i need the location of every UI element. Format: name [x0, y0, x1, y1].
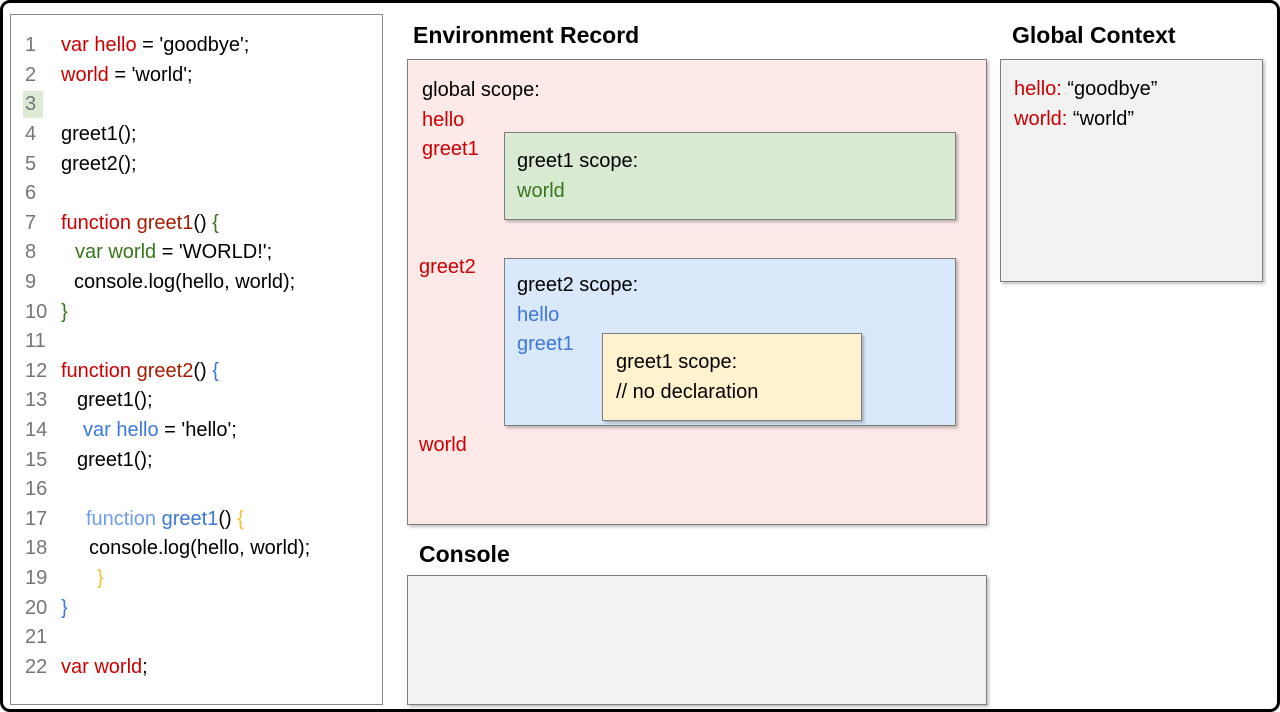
greet2-scope-var-hello: hello [517, 303, 560, 326]
code-text: } [97, 566, 104, 589]
line-number: 14 [25, 419, 48, 442]
code-text: var world = 'WORLD!'; [75, 241, 273, 264]
line-number: 10 [25, 300, 48, 323]
code-line: 13 greet1(); [11, 386, 382, 416]
global-context-value: “goodbye” [1067, 78, 1158, 100]
line-number: 15 [25, 448, 48, 471]
global-context-entry: hello: “goodbye” [1014, 75, 1262, 105]
greet1-scope-label: greet1 scope: [517, 150, 639, 172]
line-number: 7 [25, 211, 37, 234]
global-context-key: world: [1014, 107, 1068, 130]
inner-greet1-scope-label: greet1 scope: [616, 351, 738, 373]
code-line: 21 [11, 623, 382, 653]
code-line: 15 greet1(); [11, 445, 382, 475]
line-number: 12 [25, 359, 48, 382]
code-line: 1 var hello = 'goodbye'; [11, 31, 382, 61]
code-text: function greet1() { [86, 507, 244, 530]
code-line: 10} [11, 297, 382, 327]
code-text: var hello = 'hello'; [83, 419, 237, 442]
code-line: 20} [11, 593, 382, 623]
code-line: 9 console.log(hello, world); [11, 268, 382, 298]
code-line: 7 function greet1() { [11, 209, 382, 239]
code-line: 19} [11, 564, 382, 594]
greet1-scope-var-world: world [517, 179, 565, 202]
code-text: console.log(hello, world); [74, 271, 296, 294]
line-number: 11 [25, 330, 46, 353]
line-number: 3 [11, 91, 61, 119]
code-text: function greet2() { [61, 359, 219, 382]
code-line: 11 [11, 327, 382, 357]
global-scope-label: global scope: [422, 79, 540, 101]
global-context-box: hello: “goodbye” world: “world” [1000, 59, 1263, 282]
global-scope-box: global scope: hello greet1 greet2 world … [407, 59, 987, 525]
line-number: 17 [25, 507, 48, 530]
code-line: 2 world = 'world'; [11, 61, 382, 91]
code-text: } [61, 596, 68, 619]
code-text: greet1(); [77, 389, 153, 412]
global-context-title: Global Context [1012, 22, 1176, 48]
code-text: var hello = 'goodbye'; [61, 34, 250, 57]
line-number: 20 [25, 596, 48, 619]
greet2-scope-label: greet2 scope: [517, 274, 639, 296]
environment-record-title: Environment Record [413, 22, 640, 48]
line-number: 6 [25, 182, 37, 205]
line-number: 1 [25, 34, 37, 57]
code-line: 5 greet2(); [11, 149, 382, 179]
code-text: var world; [61, 655, 148, 678]
line-number: 5 [25, 152, 37, 175]
code-line: 4 greet1(); [11, 120, 382, 150]
line-number: 22 [25, 655, 48, 678]
line-number: 4 [25, 123, 37, 146]
code-line: 8 var world = 'WORLD!'; [11, 238, 382, 268]
line-number: 2 [25, 63, 37, 86]
global-context-entry: world: “world” [1014, 105, 1262, 135]
code-lines: 1 var hello = 'goodbye'; 2 world = 'world';… [11, 15, 382, 682]
code-text: } [61, 300, 68, 323]
inner-greet1-scope-comment: // no declaration [616, 380, 759, 403]
code-line: 16 [11, 475, 382, 505]
code-editor-panel: 1 var hello = 'goodbye'; 2 world = 'world';… [10, 14, 383, 705]
line-number: 19 [25, 566, 48, 589]
global-context-value: “world” [1072, 107, 1135, 130]
code-line: 14 var hello = 'hello'; [11, 416, 382, 446]
code-text: greet1(); [61, 123, 137, 146]
code-line: 12 function greet2() { [11, 357, 382, 387]
code-text: greet2(); [61, 152, 137, 175]
code-text: world = 'world'; [61, 63, 193, 86]
line-number: 9 [25, 271, 37, 294]
code-text: function greet1() { [61, 211, 219, 234]
inner-greet1-scope-box: greet1 scope: // no declaration [602, 333, 862, 421]
code-line: 17 function greet1() { [11, 505, 382, 535]
code-line: 6 [11, 179, 382, 209]
console-output-box [407, 575, 987, 705]
code-text: greet1(); [77, 448, 153, 471]
global-scope-var-hello: hello [422, 109, 465, 131]
line-number: 13 [25, 389, 48, 412]
line-number: 8 [25, 241, 37, 264]
global-context-key: hello: [1014, 78, 1062, 100]
line-number: 21 [25, 626, 48, 649]
greet2-scope-var-greet1: greet1 [517, 333, 574, 355]
global-scope-var-greet1: greet1 [422, 138, 479, 160]
line-number: 16 [25, 478, 48, 501]
code-line: 22 var world; [11, 652, 382, 682]
global-scope-var-world: world [419, 434, 467, 456]
code-text: console.log(hello, world); [89, 537, 311, 560]
greet2-scope-box: greet2 scope: hello greet1 greet1 scope:… [504, 258, 956, 426]
line-number: 18 [25, 537, 48, 560]
global-scope-var-greet2: greet2 [419, 256, 476, 278]
console-title: Console [419, 541, 510, 567]
code-line: 3 [11, 90, 382, 120]
greet1-scope-box: greet1 scope: world [504, 132, 956, 220]
code-line: 18 console.log(hello, world); [11, 534, 382, 564]
